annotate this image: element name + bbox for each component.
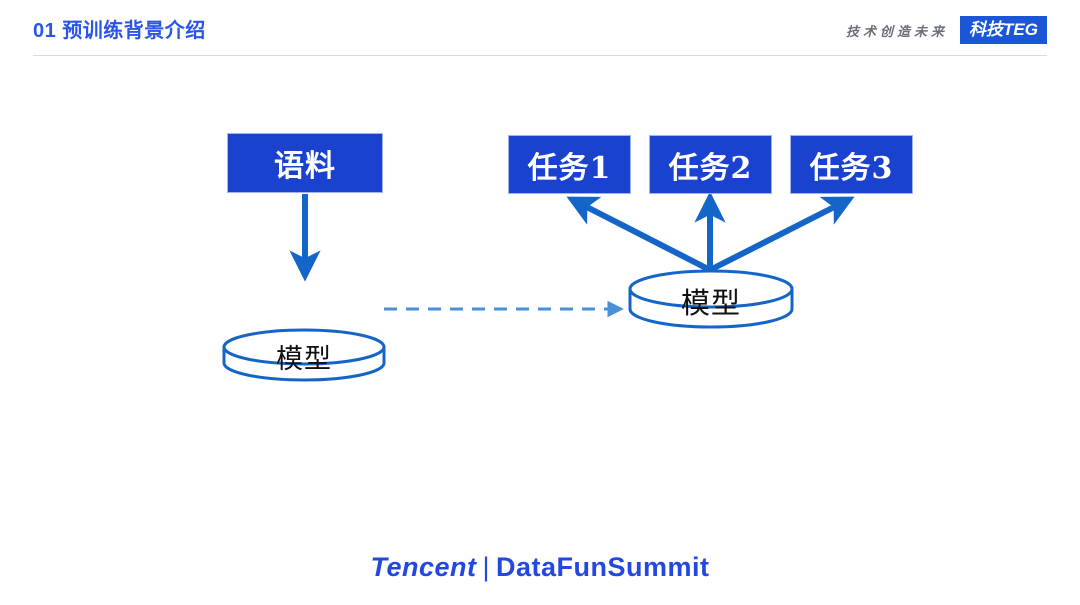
teg-badge: 科技TEG	[960, 16, 1047, 44]
pretraining-diagram: 语料 任务1 任务2 任务3 模型 模型	[0, 56, 1080, 536]
task-box-3: 任务3	[790, 135, 913, 194]
diagram-connectors	[222, 191, 855, 382]
page-title: 01 预训练背景介绍	[33, 20, 206, 42]
task-box-1: 任务1	[508, 135, 631, 194]
header-branding: 技术创造未来 科技TEG	[846, 16, 1047, 44]
corpus-box: 语料	[227, 133, 383, 193]
slide-header: 01 预训练背景介绍 技术创造未来 科技TEG	[0, 0, 1080, 56]
model-cylinder-left-label: 模型	[276, 343, 332, 375]
tencent-logo-text: Tencent	[370, 552, 477, 582]
header-divider	[33, 55, 1047, 56]
slide-footer: Tencent|DataFunSummit	[0, 552, 1080, 583]
model-cylinder-right-shape	[628, 269, 794, 329]
datafunsummit-logo-text: DataFunSummit	[496, 552, 710, 582]
arrow-model-to-task3	[708, 196, 855, 273]
model-cylinder-right-label: 模型	[680, 286, 741, 320]
task-box-2: 任务2	[649, 135, 772, 194]
arrow-model-to-task1	[566, 196, 712, 273]
footer-separator: |	[482, 552, 490, 582]
model-cylinder-left-shape	[222, 328, 386, 382]
header-slogan: 技术创造未来	[846, 23, 949, 39]
